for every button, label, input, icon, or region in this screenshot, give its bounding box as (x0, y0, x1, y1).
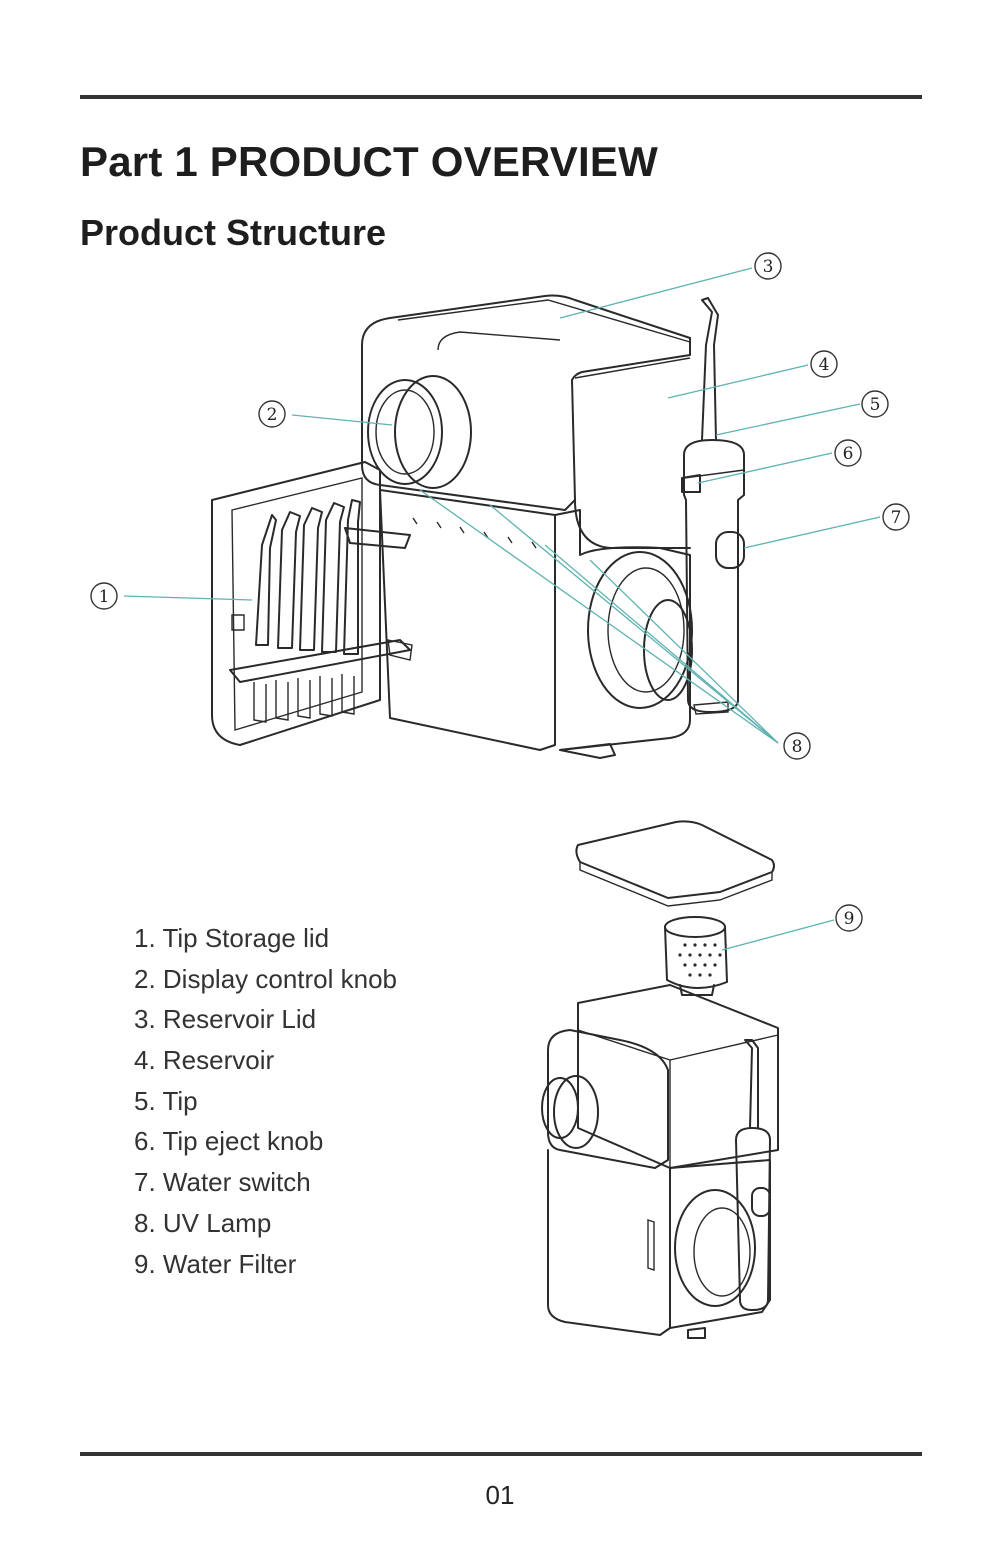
top-rule (80, 95, 922, 99)
exploded-unit-illustration (541, 820, 779, 1339)
parts-list-item: 8. UV Lamp (134, 1207, 272, 1238)
callout-2: 2 (258, 400, 286, 428)
callout-7: 7 (882, 503, 910, 531)
callout-3: 3 (754, 252, 782, 280)
parts-list-item: 9. Water Filter (134, 1248, 297, 1279)
main-unit-illustration (211, 294, 745, 759)
callout-6-number: 6 (843, 444, 854, 464)
parts-list-item: 3. Reservoir Lid (134, 1004, 317, 1035)
callout-8: 8 (783, 732, 811, 760)
part-title: Part 1 PRODUCT OVERVIEW (80, 138, 658, 185)
parts-list: 1. Tip Storage lid 2. Display control kn… (134, 918, 397, 1284)
parts-list-item: 7. Water switch (134, 1167, 311, 1198)
callout-9: 9 (835, 904, 863, 932)
callout-2-number: 2 (267, 405, 278, 425)
callout-5-number: 5 (870, 395, 881, 415)
parts-list-item: 1. Tip Storage lid (134, 923, 330, 953)
callout-7-number: 7 (891, 508, 902, 528)
leader-lines (123, 267, 881, 951)
callout-3-number: 3 (763, 257, 774, 277)
callout-1-number: 1 (99, 587, 110, 607)
bottom-rule (80, 1452, 922, 1456)
callout-4: 4 (810, 350, 838, 378)
callout-8-number: 8 (792, 737, 803, 757)
page-number: 01 (485, 1480, 515, 1510)
section-title: Product Structure (80, 212, 387, 253)
parts-list-item: 6. Tip eject knob (134, 1126, 324, 1157)
callout-5: 5 (861, 390, 889, 418)
parts-list-item: 4. Reservoir (134, 1045, 275, 1076)
callout-6: 6 (834, 439, 862, 467)
callout-9-number: 9 (844, 909, 855, 929)
callout-4-number: 4 (819, 355, 830, 375)
parts-list-item: 2. Display control knob (134, 963, 398, 994)
callout-1: 1 (90, 582, 118, 610)
parts-list-item: 5. Tip (134, 1085, 198, 1116)
